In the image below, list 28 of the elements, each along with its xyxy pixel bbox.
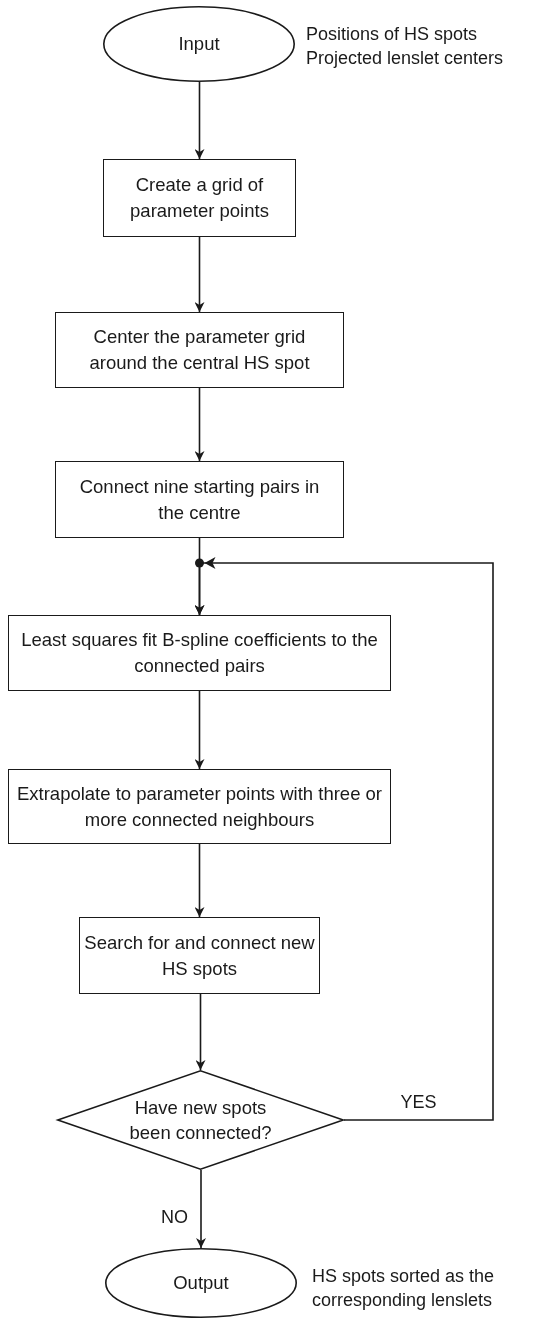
- process-box: [55, 461, 344, 538]
- process-box: [79, 917, 320, 994]
- arrow: [194, 81, 205, 160]
- step-text: Have new spots been connected?: [128, 1096, 273, 1145]
- arrow: [196, 1169, 206, 1249]
- process-box: [55, 312, 344, 388]
- arrow: [195, 993, 206, 1071]
- step-text: Create a grid of parameter points: [129, 173, 270, 223]
- terminal-ellipse: [103, 6, 295, 82]
- step-text: Least squares fit B-spline coefficients to the connected pairs: [20, 628, 379, 678]
- step-text: Input: [178, 32, 220, 56]
- process-box: [8, 615, 391, 691]
- process-box: [103, 159, 296, 237]
- annotation-text: Positions of HS spots Projected lenslet centers: [306, 23, 505, 70]
- arrow: [194, 843, 205, 918]
- annotation-text: HS spots sorted as the corresponding lenslets: [312, 1265, 496, 1312]
- arrow: [194, 236, 205, 313]
- step-text: Output: [173, 1271, 229, 1295]
- arrow: [194, 690, 205, 770]
- arrow: [194, 562, 494, 1121]
- step-text: Connect nine starting pairs in the centre: [78, 474, 321, 525]
- step-text: Center the parameter grid around the central HS spot: [88, 325, 311, 375]
- decision-diamond: [57, 1070, 344, 1170]
- step-text: Search for and connect new HS spots: [83, 930, 316, 981]
- process-box: [8, 769, 391, 844]
- step-text: Extrapolate to parameter points with three or more connected neighbours: [15, 781, 384, 832]
- arrow: [194, 387, 205, 462]
- terminal-ellipse: [105, 1248, 297, 1318]
